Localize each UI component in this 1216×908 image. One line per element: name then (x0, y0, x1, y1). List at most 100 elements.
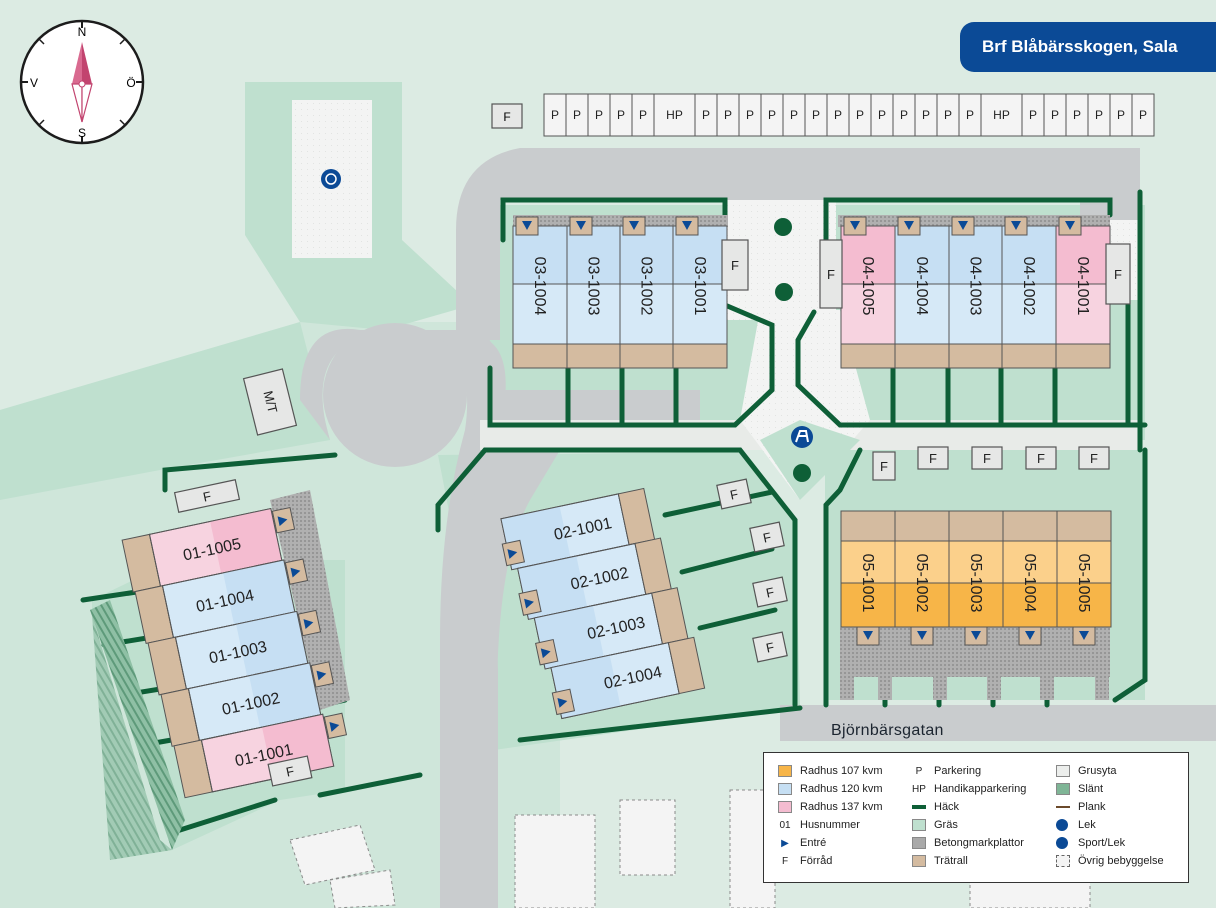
legend-label: Husnummer (800, 819, 860, 831)
legend-item: Trätrall (912, 853, 968, 869)
house-number: 05-1003 (967, 554, 984, 613)
parking-space: P (565, 93, 589, 137)
legend-symbol (1056, 806, 1070, 808)
svg-text:F: F (1090, 451, 1098, 466)
other-buildings (289, 789, 1091, 908)
house-number: 05-1005 (1075, 554, 1092, 613)
parking-space: P (1131, 93, 1155, 137)
legend-label: Radhus 107 kvm (800, 765, 883, 777)
parking-space: P (760, 93, 784, 137)
svg-text:HP: HP (993, 108, 1010, 122)
parking-space: P (826, 93, 850, 137)
legend-label: Häck (934, 801, 960, 813)
street-name: Björnbärsgatan (831, 722, 944, 739)
parking-space: P (609, 93, 633, 137)
entrance-marker (675, 216, 699, 236)
townhouse-unit: 05-1003 (948, 510, 1004, 646)
house-number: 05-1004 (1021, 554, 1038, 613)
legend-item: P Parkering (912, 763, 981, 779)
trees (774, 218, 811, 482)
parking-space: P (543, 93, 567, 137)
house-number: 04-1005 (859, 257, 876, 316)
legend-label: Förråd (800, 855, 833, 867)
storage-shed: F (752, 576, 788, 608)
townhouse-unit: 05-1001 (840, 510, 896, 646)
entrance-marker (1058, 216, 1082, 236)
townhouse-unit: 04-1002 (1001, 216, 1057, 369)
entrance-marker (518, 589, 542, 616)
legend-label: Betongmarkplattor (934, 837, 1024, 849)
svg-text:F: F (729, 486, 740, 502)
townhouse-unit: 04-1005 (840, 216, 896, 369)
svg-text:F: F (285, 763, 296, 779)
townhouse-unit: 02-1002 (517, 537, 672, 620)
legend-symbol: 01 (779, 819, 791, 831)
house-number: 03-1001 (691, 257, 708, 316)
entrance-marker (951, 216, 975, 236)
legend-item: Gräs (912, 817, 958, 833)
legend-label: Gräs (934, 819, 958, 831)
legend-item: ▶Entré (778, 835, 826, 851)
parking-space: P (716, 93, 740, 137)
svg-text:P: P (746, 108, 754, 122)
legend-label: Lek (1078, 819, 1096, 831)
storage-shed: F (491, 103, 523, 129)
house-number: 03-1003 (585, 257, 602, 316)
parking-space: P (914, 93, 938, 137)
legend-item: Slänt (1056, 781, 1103, 797)
townhouse-unit: 01-1004 (134, 558, 309, 645)
storage-shed: F (716, 478, 752, 510)
townhouse-unit: 03-1001 (672, 216, 728, 369)
parking-space: P (1087, 93, 1111, 137)
entrance-marker (964, 626, 988, 646)
svg-text:P: P (922, 108, 930, 122)
storage-shed: F (721, 239, 749, 291)
legend-symbol (1056, 819, 1068, 831)
storage-shed: F (819, 239, 843, 309)
entrance-marker (843, 216, 867, 236)
svg-text:F: F (762, 529, 773, 545)
legend-symbol (778, 783, 792, 795)
compass-rose: N S V Ö (19, 19, 145, 145)
legend-symbol (1056, 837, 1068, 849)
svg-text:P: P (878, 108, 886, 122)
legend-symbol: P (915, 765, 923, 777)
legend-symbol (778, 801, 792, 813)
entrance-marker (501, 539, 526, 567)
legend-item: Häck (912, 799, 959, 815)
svg-text:P: P (768, 108, 776, 122)
legend-label: Radhus 120 kvm (800, 783, 883, 795)
parking-space: P (694, 93, 718, 137)
handicap-parking-space: HP (653, 93, 696, 137)
compass-north: N (78, 25, 87, 39)
townhouse-unit: 02-1001 (500, 487, 656, 571)
townhouse-unit: 03-1004 (512, 216, 568, 369)
parking-space: P (848, 93, 872, 137)
legend-label: Parkering (934, 765, 982, 777)
entrance-marker (622, 216, 646, 236)
entrance-marker (1018, 626, 1042, 646)
legend-symbol (1056, 855, 1070, 867)
townhouse-unit: 04-1004 (894, 216, 950, 369)
storage-shed: F (752, 631, 788, 663)
svg-text:P: P (812, 108, 820, 122)
house-number: 04-1003 (967, 257, 984, 316)
svg-text:P: P (573, 108, 581, 122)
svg-text:P: P (724, 108, 732, 122)
mt-building: M/T (242, 368, 298, 436)
svg-text:HP: HP (666, 108, 683, 122)
entrance-marker (515, 216, 539, 236)
storage-shed: F (749, 521, 785, 553)
legend-symbol (778, 765, 792, 777)
storage-shed: F (872, 451, 896, 481)
svg-text:P: P (1139, 108, 1147, 122)
legend-label: Plank (1078, 801, 1106, 813)
entrance-marker (310, 661, 335, 688)
svg-text:P: P (1117, 108, 1125, 122)
page-title: Brf Blåbärsskogen, Sala (960, 22, 1216, 72)
svg-text:P: P (834, 108, 842, 122)
svg-text:P: P (944, 108, 952, 122)
svg-text:P: P (790, 108, 798, 122)
